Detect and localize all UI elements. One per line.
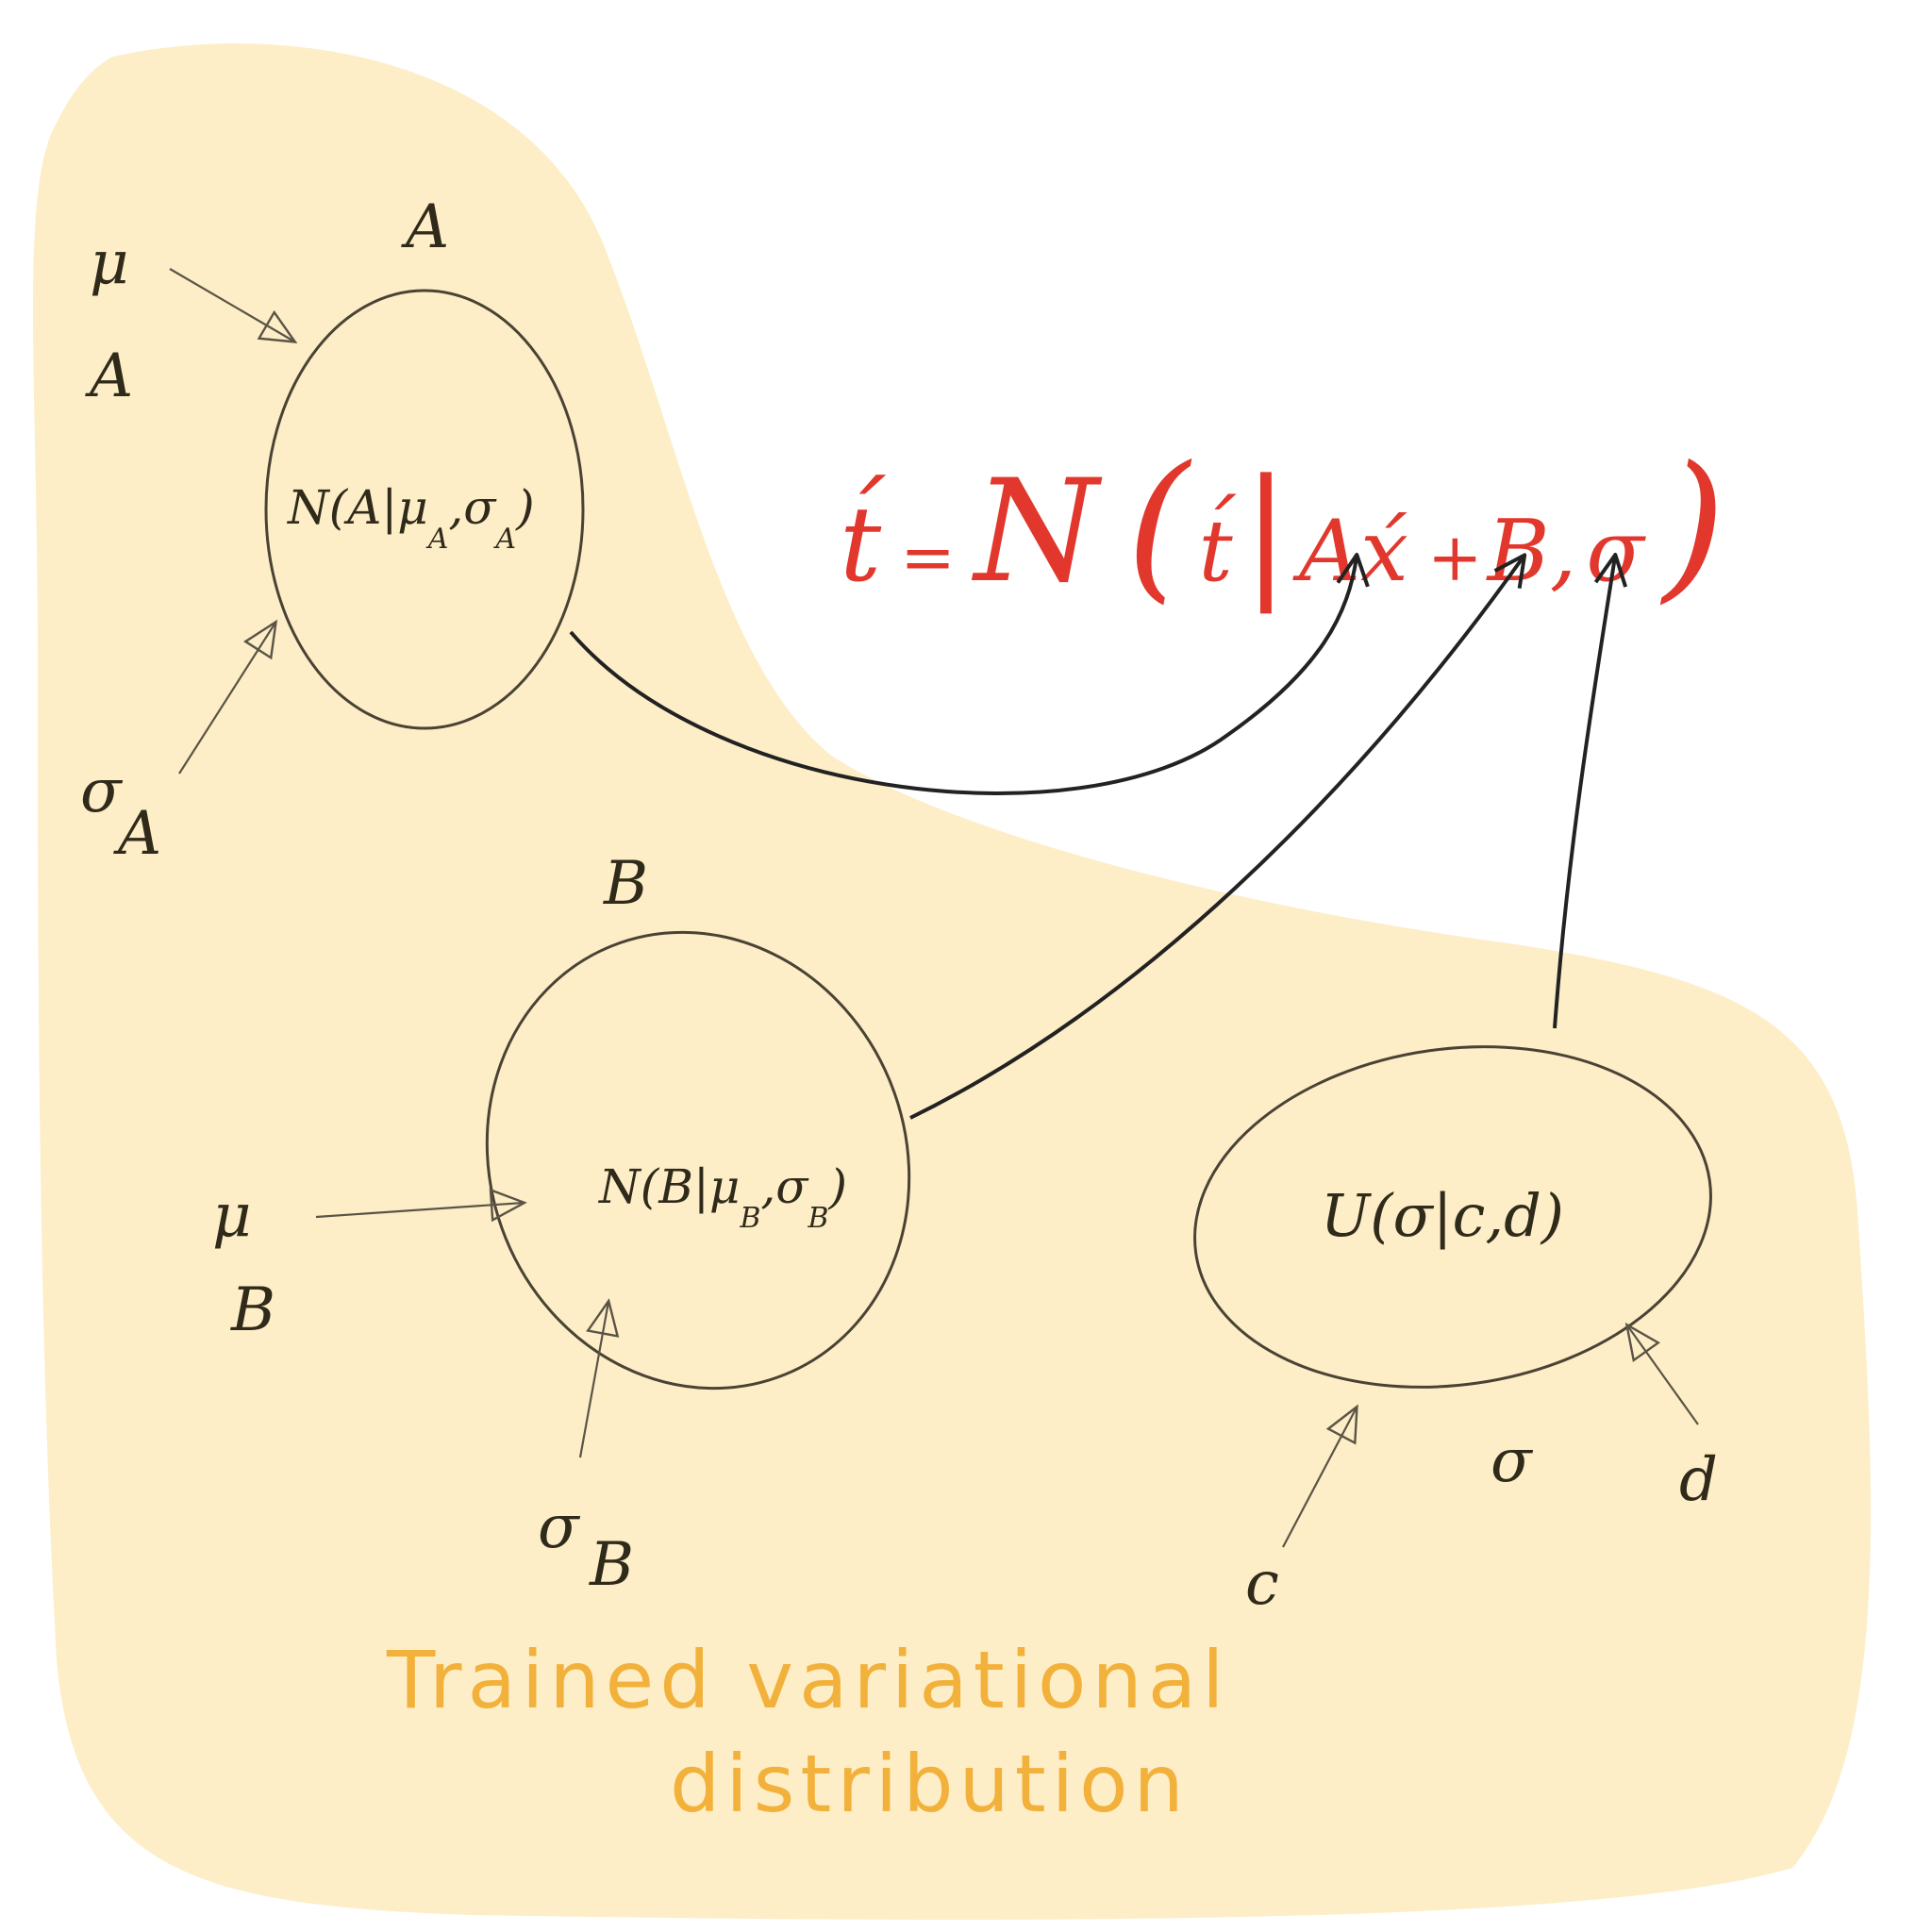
mu-b-subscript: B	[230, 1275, 275, 1345]
sigma-a-symbol: σ	[80, 757, 124, 826]
variational-region	[33, 43, 1872, 1920]
b-to-equation-arrow	[909, 553, 1527, 1120]
likelihood-equation: t́=N(t́|Ax́+B,σ)	[840, 432, 1725, 619]
node-b-expr: N(B|μB,σB)	[598, 1159, 847, 1235]
sigma-b-symbol: σ	[538, 1492, 581, 1562]
d-symbol: d	[1679, 1445, 1718, 1515]
node-sigma-label: σ	[1491, 1426, 1534, 1496]
mu-b-symbol: μ	[212, 1181, 252, 1251]
node-a-expr: N(A|μA,σA)	[287, 480, 535, 556]
d-arrow	[1624, 1322, 1699, 1425]
mu-a-subscript: A	[85, 341, 133, 411]
node-b-ellipse	[485, 930, 911, 1391]
region-caption-line2: distribution	[670, 1738, 1190, 1830]
node-sigma: σ U(σ|c,d) c d	[1193, 1045, 1718, 1619]
node-sigma-expr: U(σ|c,d)	[1321, 1181, 1564, 1250]
sigma-b-subscript: B	[589, 1530, 634, 1600]
sigma-a-arrow	[178, 619, 278, 774]
c-arrow	[1282, 1404, 1358, 1548]
node-a: A N(A|μA,σA) μ A σ A	[80, 192, 585, 869]
mu-a-arrow	[169, 268, 298, 343]
node-b-label: B	[603, 849, 648, 919]
node-b: B N(B|μB,σB) μ B σ B	[212, 849, 911, 1600]
sigma-b-arrow	[578, 1298, 620, 1458]
node-sigma-ellipse	[1193, 1045, 1712, 1389]
c-symbol: c	[1245, 1549, 1279, 1619]
mu-a-symbol: μ	[90, 228, 129, 298]
mu-b-arrow	[315, 1188, 527, 1223]
sigma-a-subscript: A	[113, 799, 161, 869]
node-a-label: A	[401, 192, 449, 262]
region-caption-line1: Trained variational	[386, 1634, 1230, 1726]
sigma-to-equation-arrow	[1553, 553, 1628, 1029]
a-to-equation-arrow	[569, 553, 1370, 795]
node-a-ellipse	[264, 289, 585, 730]
